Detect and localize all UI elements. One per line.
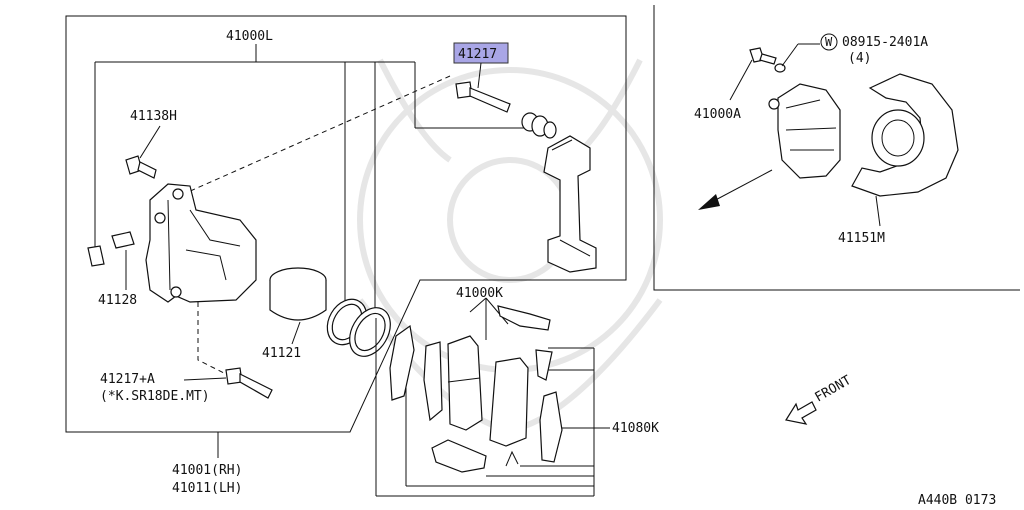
anti-squeal-spring: [505, 450, 519, 467]
caliper-group-frame: [65, 15, 627, 433]
label-41001-rh[interactable]: 41001(RH): [172, 463, 242, 478]
label-41121[interactable]: 41121: [262, 346, 301, 361]
label-41151M[interactable]: 41151M: [838, 231, 885, 246]
label-washer-qty: (4): [848, 51, 871, 66]
pad-clip-bottom: [431, 439, 487, 473]
front-marker: FRONT: [813, 373, 855, 406]
diagram-code: A440B 0173: [918, 493, 996, 508]
caliper-bracket: [543, 135, 597, 273]
dust-seal: [349, 307, 391, 357]
pad-shim-right: [539, 391, 563, 463]
label-41000L[interactable]: 41000L: [226, 29, 273, 44]
label-41217[interactable]: 41217: [458, 47, 497, 62]
front-arrow-icon: [785, 401, 817, 425]
bolt-41138h: [125, 155, 157, 179]
direction-arrow: [698, 169, 773, 210]
piston: [269, 267, 327, 321]
washer-symbol: W: [825, 35, 833, 49]
label-41128[interactable]: 41128: [98, 293, 137, 308]
caliper-bolt-inset: [749, 47, 777, 65]
caliper-assembly-callout: [94, 44, 530, 310]
label-08915-2401A[interactable]: 08915-2401A: [842, 35, 928, 50]
anti-rattle-clip: [535, 349, 553, 381]
pad-clip-top: [497, 305, 551, 331]
label-41011-lh[interactable]: 41011(LH): [172, 481, 242, 496]
label-41138H[interactable]: 41138H: [130, 109, 177, 124]
brake-pad-inner: [447, 335, 483, 431]
washer-symbol-circle: [820, 33, 838, 51]
pad-shim-outer: [389, 324, 415, 401]
label-41000K[interactable]: 41000K: [456, 286, 503, 301]
caliper-assembly-inset: [768, 83, 841, 179]
caliper-body: [145, 183, 257, 303]
bleeder-screw: [87, 231, 135, 267]
pad-shim-inner: [423, 341, 443, 422]
label-41000A[interactable]: 41000A: [694, 107, 741, 122]
inset-frame: [653, 5, 1020, 291]
washer-inset: [774, 63, 786, 73]
guide-pin-lower: [225, 367, 273, 399]
brake-pad-outer: [489, 357, 529, 447]
label-41080K[interactable]: 41080K: [612, 421, 659, 436]
label-41217-plus-a[interactable]: 41217+A: [100, 372, 155, 387]
guide-pin-top: [455, 81, 511, 113]
pin-boot: [521, 112, 557, 139]
label-variant-note: (*K.SR18DE.MT): [100, 389, 210, 404]
dust-shield: [851, 73, 959, 197]
